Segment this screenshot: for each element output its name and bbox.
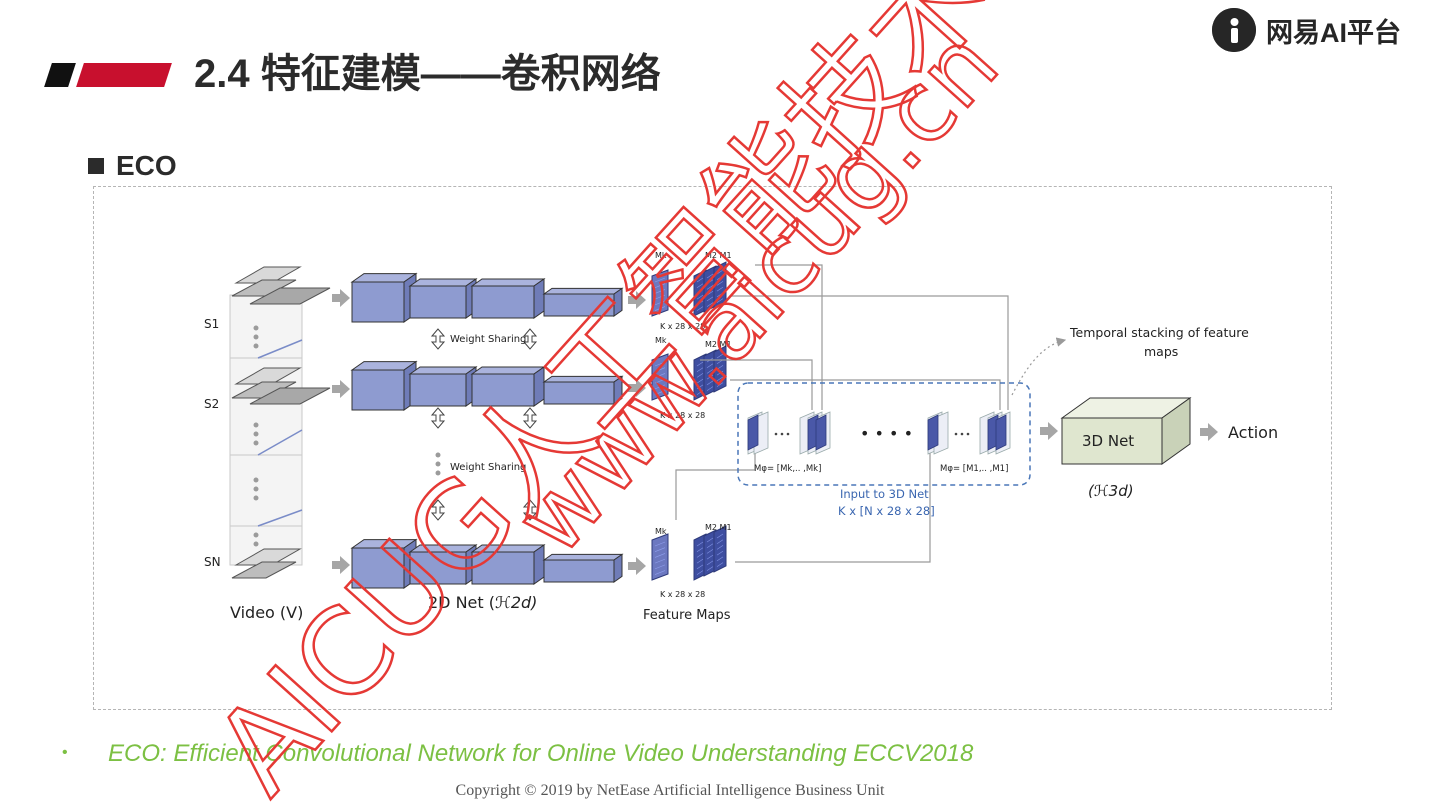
- fm-row-2-a: [651, 353, 669, 401]
- net2d-block-row-2-4: [542, 375, 624, 405]
- net2d-block-row-n-4: [542, 553, 624, 583]
- stack-left-map-2: [815, 414, 827, 451]
- brand-name: 网易AI平台: [1266, 17, 1401, 48]
- fm-index-label-3: M2 M1: [705, 340, 732, 349]
- section-header: ECO: [88, 150, 177, 182]
- segment-label-1: S1: [204, 317, 219, 331]
- input-3d-label-1: Input to 3D Net: [840, 487, 929, 501]
- input-3d-box: [737, 382, 1031, 486]
- slide-title: 2.4 特征建模——卷积网络: [194, 52, 661, 96]
- fm-dim-label-1: K x 28 x 28: [660, 411, 705, 420]
- fm-index-label-5: M2 M1: [705, 523, 732, 532]
- fm-index-label-2: Mk: [655, 336, 667, 345]
- fm-index-label-0: Mk: [655, 251, 667, 260]
- figure-frame: [93, 186, 1332, 710]
- fm-row-1-c: [703, 265, 717, 313]
- net2d-block-row-1-2: [408, 278, 478, 319]
- temporal-stacking-label-2: maps: [1144, 344, 1178, 359]
- video-label: Video (V): [230, 603, 303, 622]
- fm-dim-label-0: K x 28 x 28: [660, 322, 705, 331]
- fm-index-label-4: Mk: [655, 527, 667, 536]
- fm-row-2-d: [713, 345, 727, 393]
- net2d-block-row-n-1: [350, 538, 418, 589]
- video-stack: [229, 266, 331, 579]
- net2d-block-row-1-3: [470, 278, 546, 319]
- copyright-text: Copyright © 2019 by NetEase Artificial I…: [455, 782, 885, 799]
- ellipsis-dots: • • • •: [860, 424, 913, 443]
- net3d-symbol: (ℋ3d): [1088, 482, 1134, 500]
- brand-logo: 网易AI平台: [1212, 8, 1401, 52]
- mphi-right-label: Mφ= [M1,.. ,M1]: [940, 464, 1008, 474]
- action-label: Action: [1228, 423, 1278, 442]
- fm-index-label-1: M2 M1: [705, 251, 732, 260]
- net3d-block: 3D Net: [1060, 397, 1192, 465]
- stack-left-dot-1: [780, 432, 784, 436]
- section-label: ECO: [116, 150, 177, 181]
- net2d-label: 2D Net (ℋ2d): [428, 593, 537, 612]
- stacked-maps-right: [927, 411, 1011, 455]
- mphi-left-label: Mφ= [Mk,.. ,Mk]: [754, 464, 821, 474]
- stack-right-map-0: [927, 414, 939, 451]
- weight-sharing-middle: Weight Sharing: [430, 407, 538, 521]
- net2d-rows: [350, 272, 646, 589]
- fm-row-1-a: [651, 269, 669, 317]
- net3d-label: 3D Net: [1082, 432, 1134, 450]
- stack-right-map-2: [995, 414, 1007, 451]
- stack-right-dot-1: [960, 432, 964, 436]
- fm-row-n-c: [703, 529, 717, 577]
- stack-right-dot-0: [954, 432, 958, 436]
- net2d-block-row-2-1: [350, 360, 418, 411]
- svg-text:Weight Sharing: Weight Sharing: [450, 334, 526, 345]
- net2d-block-row-n-3: [470, 544, 546, 585]
- reference-bullet: •: [62, 744, 68, 761]
- net2d-block-row-2-2: [408, 366, 478, 407]
- fm-row-n-a: [651, 533, 669, 581]
- fm-row-1-d: [713, 261, 727, 309]
- reference-text: ECO: Efficient Convolutional Network for…: [108, 740, 974, 767]
- fm-dim-label-2: K x 28 x 28: [660, 590, 705, 599]
- bullet-square-icon: [88, 158, 104, 174]
- fm-row-n-d: [713, 525, 727, 573]
- feature-maps-label: Feature Maps: [643, 608, 731, 623]
- svg-text:Weight Sharing: Weight Sharing: [450, 462, 526, 473]
- stack-right-dot-2: [966, 432, 970, 436]
- segment-label-n: SN: [204, 555, 221, 569]
- stack-left-dot-2: [786, 432, 790, 436]
- net2d-block-row-n-2: [408, 544, 478, 585]
- input-3d-label-2: K x [N x 28 x 28]: [838, 504, 935, 518]
- net2d-block-row-2-3: [470, 366, 546, 407]
- net2d-block-row-1-4: [542, 287, 624, 317]
- net2d-block-row-1-1: [350, 272, 418, 323]
- temporal-stacking-label-1: Temporal stacking of feature: [1069, 325, 1249, 340]
- stacked-maps-left: [747, 411, 831, 455]
- netease-logo-icon: [1212, 8, 1256, 52]
- weight-sharing-top: Weight Sharing: [430, 328, 538, 350]
- segment-label-2: S2: [204, 397, 219, 411]
- stack-left-map-0: [747, 414, 759, 451]
- stack-left-dot-0: [774, 432, 778, 436]
